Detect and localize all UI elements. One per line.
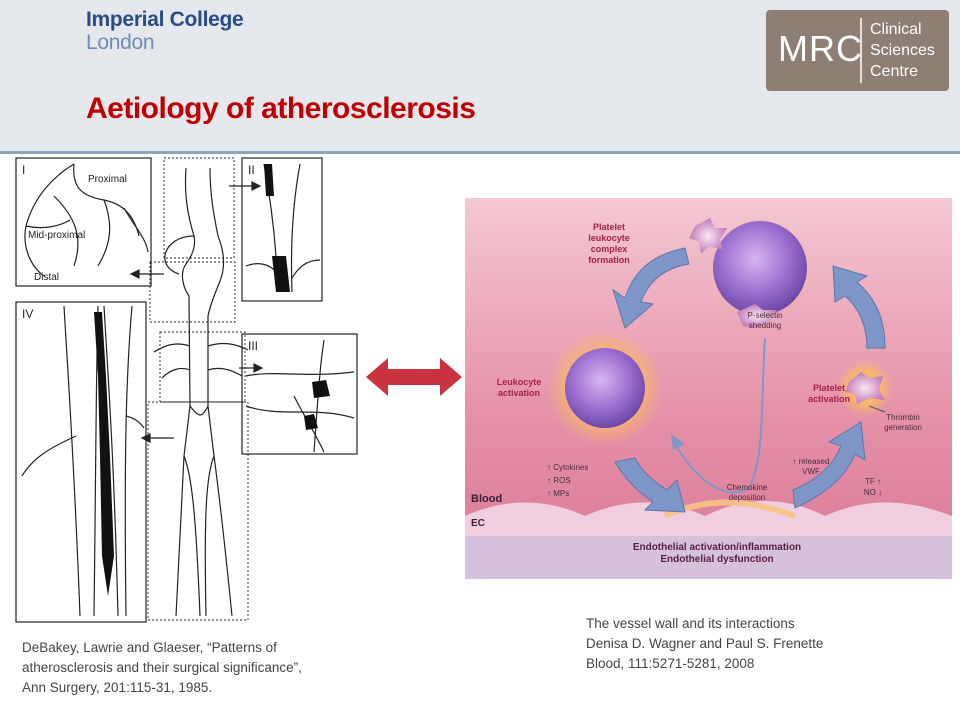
- citation-line: Ann Surgery, 201:115-31, 1985.: [22, 680, 213, 695]
- p-selectin-label-2: shedding: [749, 321, 781, 330]
- endothelial-dysfunction-label: Endothelial dysfunction: [660, 554, 773, 565]
- imperial-logo-line2: London: [86, 31, 155, 54]
- chemokine-label-1: Chemokine: [727, 483, 768, 492]
- distal-label: Distal: [34, 272, 59, 283]
- no-label: NO ↓: [864, 488, 882, 497]
- citation-line: The vessel wall and its interactions: [586, 616, 795, 631]
- endothelial-activation-label: Endothelial activation/inflammation: [633, 542, 801, 553]
- chemokine-label-2: deposition: [729, 493, 765, 502]
- complex-label-4: formation: [588, 255, 630, 265]
- thrombin-label-2: generation: [884, 423, 922, 432]
- complex-label-3: complex: [591, 244, 628, 254]
- mrc-line2: Sciences: [870, 42, 935, 59]
- platelet-label-2: activation: [808, 394, 850, 404]
- mid-proximal-label: Mid-proximal: [28, 230, 85, 241]
- leukocyte-label-1: Leukocyte: [497, 377, 542, 387]
- citation-line: DeBakey, Lawrie and Glaeser, “Patterns o…: [22, 640, 277, 655]
- ros-label: ↑ ROS: [547, 476, 571, 485]
- mrc-centre-name: Clinical Sciences Centre: [870, 19, 935, 82]
- tf-label: TF ↑: [865, 477, 881, 486]
- header-divider: [0, 151, 960, 154]
- panel-II-label: II: [248, 163, 255, 177]
- panel-I-label: I: [22, 163, 25, 177]
- complex-label-2: leukocyte: [588, 233, 630, 243]
- right-figure-citation: The vessel wall and its interactions Den…: [586, 614, 926, 674]
- imperial-logo-line1: Imperial College: [86, 8, 244, 31]
- mrc-logo: MRC Clinical Sciences Centre: [766, 10, 949, 91]
- citation-line: Denisa D. Wagner and Paul S. Frenette: [586, 636, 824, 651]
- citation-line: atherosclerosis and their surgical signi…: [22, 660, 302, 675]
- thrombin-label-1: Thrombin: [886, 413, 920, 422]
- platelet-label-1: Platelet: [813, 383, 845, 393]
- vwf-label-1: ↑ released: [793, 457, 830, 466]
- panel-III-frame: [241, 333, 358, 455]
- panel-IV-frame: [15, 301, 147, 623]
- leukocyte-label-2: activation: [498, 388, 540, 398]
- atherosclerosis-patterns-figure: I II IV III Proximal Mid-proximal Distal: [14, 156, 359, 626]
- mrc-abbrev: MRC: [778, 28, 863, 69]
- panel-IV-label: IV: [22, 307, 33, 321]
- mrc-line1: Clinical: [870, 21, 922, 38]
- panel-I-frame: [15, 157, 152, 287]
- mrc-line3: Centre: [870, 63, 919, 80]
- slide-title: Aetiology of atherosclerosis: [86, 92, 476, 125]
- left-figure-citation: DeBakey, Lawrie and Glaeser, “Patterns o…: [22, 638, 362, 698]
- proximal-label: Proximal: [88, 174, 127, 185]
- vessel-wall-figure: Platelet leukocyte complex formation Leu…: [465, 198, 952, 579]
- mps-label: ↑ MPs: [547, 489, 569, 498]
- imperial-college-logo: Imperial College London: [86, 8, 244, 54]
- p-selectin-label-1: P-selectin: [747, 311, 782, 320]
- vwf-label-2: VWF: [802, 467, 820, 476]
- double-arrow-icon: [366, 358, 462, 396]
- panel-III-label: III: [248, 339, 258, 353]
- complex-label-1: Platelet: [593, 222, 625, 232]
- ec-label: EC: [471, 518, 485, 529]
- panel-II-frame: [241, 157, 323, 302]
- citation-line: Blood, 111:5271-5281, 2008: [586, 656, 755, 671]
- blood-label: Blood: [471, 493, 502, 505]
- mrc-logo-divider: [860, 18, 862, 83]
- cytokines-label: ↑ Cytokines: [547, 463, 588, 472]
